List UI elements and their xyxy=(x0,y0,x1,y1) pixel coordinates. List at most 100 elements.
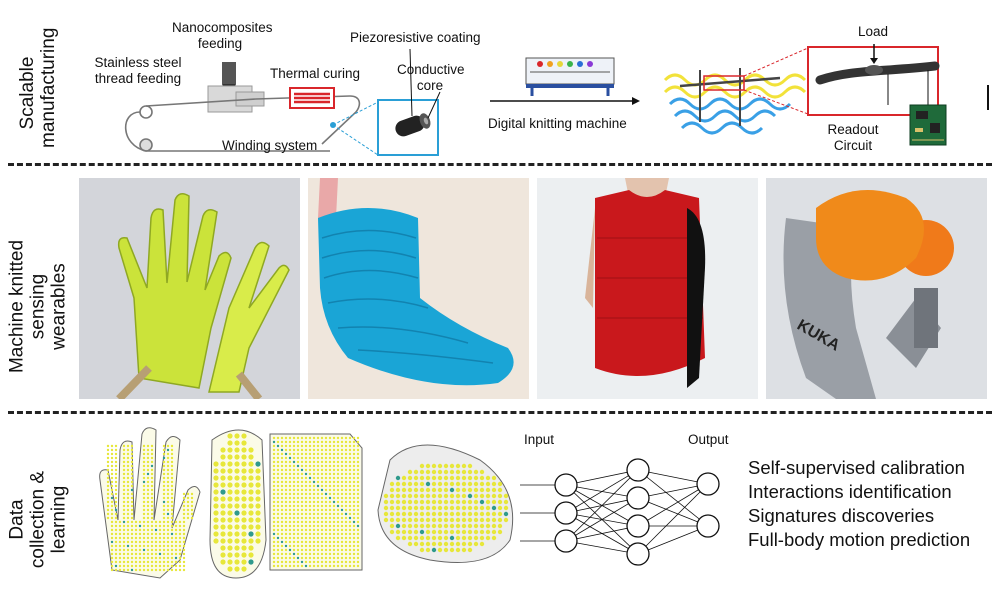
pressure-dot xyxy=(336,448,340,452)
pressure-dot xyxy=(467,493,473,499)
pressure-dot xyxy=(308,500,312,504)
pressure-dot xyxy=(227,510,233,516)
pressure-dot xyxy=(328,560,332,564)
pressure-dot xyxy=(190,504,194,508)
pressure-dot xyxy=(292,480,296,484)
pressure-dot xyxy=(234,461,240,467)
pressure-dot xyxy=(110,492,114,496)
pressure-dot xyxy=(304,544,308,548)
pressure-dot xyxy=(407,481,413,487)
pressure-dot xyxy=(332,472,336,476)
pressure-dot xyxy=(340,564,344,568)
pressure-dot xyxy=(114,524,118,528)
pressure-dot xyxy=(312,448,316,452)
pressure-dot xyxy=(336,556,340,560)
pressure-dot xyxy=(503,493,509,499)
pressure-dot xyxy=(312,456,316,460)
pressure-dot xyxy=(146,556,150,560)
pressure-dot xyxy=(348,536,352,540)
pressure-dot xyxy=(241,482,247,488)
pressure-dot xyxy=(356,540,360,544)
pressure-dot xyxy=(130,540,134,544)
pressure-dot xyxy=(332,504,336,508)
pressure-dot xyxy=(395,511,401,517)
pressure-dot xyxy=(130,448,134,452)
pressure-dot xyxy=(407,493,413,499)
pressure-dot xyxy=(241,524,247,530)
pressure-dot xyxy=(431,547,437,553)
pressure-dot xyxy=(122,460,126,464)
pressure-dot xyxy=(122,540,126,544)
pressure-dot xyxy=(312,536,316,540)
pressure-dot xyxy=(443,541,449,547)
pressure-dot xyxy=(122,456,126,460)
pressure-dot xyxy=(130,468,134,472)
pressure-dot xyxy=(142,492,146,496)
pressure-dot xyxy=(431,481,437,487)
nn-edge xyxy=(565,469,639,486)
pressure-dot xyxy=(340,540,344,544)
pressure-dot xyxy=(122,520,126,524)
sleeve-pressure-map-icon xyxy=(377,444,514,563)
pressure-dot xyxy=(162,468,166,472)
pressure-dot xyxy=(336,484,340,488)
pressure-dot xyxy=(332,540,336,544)
pressure-dot xyxy=(336,544,340,548)
pressure-dot xyxy=(142,468,146,472)
glove-icon xyxy=(117,193,290,393)
pressure-dot xyxy=(340,504,344,508)
pressure-dot xyxy=(431,463,437,469)
pressure-dot xyxy=(178,532,182,536)
vest-pressure-map-icon xyxy=(269,433,363,571)
pressure-dot xyxy=(485,517,491,523)
pressure-dot xyxy=(110,448,114,452)
pressure-dot xyxy=(316,464,320,468)
pressure-dot xyxy=(300,504,304,508)
pressure-dot xyxy=(134,560,138,564)
pressure-dot xyxy=(154,548,158,552)
pressure-dot xyxy=(425,505,431,511)
pressure-dot xyxy=(276,468,280,472)
manufacturing-schematic xyxy=(124,44,989,156)
pressure-dot xyxy=(296,536,300,540)
pressure-dot xyxy=(455,511,461,517)
pressure-dot xyxy=(280,448,284,452)
pressure-dot xyxy=(324,536,328,540)
pressure-dot xyxy=(110,556,114,560)
pressure-dot xyxy=(241,517,247,523)
pressure-dot xyxy=(461,517,467,523)
pressure-dot xyxy=(158,524,162,528)
pressure-dot xyxy=(425,517,431,523)
pressure-dot xyxy=(174,520,178,524)
pressure-dot xyxy=(186,496,190,500)
pressure-dot xyxy=(106,448,110,452)
pressure-dot xyxy=(146,552,150,556)
pressure-dot xyxy=(437,541,443,547)
pressure-dot xyxy=(227,552,233,558)
pressure-dot xyxy=(146,448,150,452)
pressure-dot xyxy=(320,468,324,472)
pressure-dot xyxy=(431,493,437,499)
pressure-dot xyxy=(389,523,395,529)
pressure-dot xyxy=(296,480,300,484)
pressure-dot xyxy=(292,556,296,560)
pressure-dot xyxy=(437,511,443,517)
pressure-dot xyxy=(316,516,320,520)
pressure-dot xyxy=(348,540,352,544)
pressure-dot xyxy=(344,444,348,448)
pressure-dot xyxy=(276,472,280,476)
pressure-dot xyxy=(328,436,332,440)
pressure-dot xyxy=(308,444,312,448)
pressure-dot xyxy=(142,548,146,552)
pressure-dot xyxy=(130,456,134,460)
pressure-dot xyxy=(276,456,280,460)
pressure-dot xyxy=(352,552,356,556)
pressure-dot xyxy=(272,484,276,488)
pressure-dot xyxy=(328,564,332,568)
pressure-dot xyxy=(449,475,455,481)
pressure-dot xyxy=(352,448,356,452)
pressure-dot xyxy=(348,436,352,440)
pressure-dot xyxy=(340,484,344,488)
pressure-dot xyxy=(174,556,178,560)
pressure-dot xyxy=(308,436,312,440)
